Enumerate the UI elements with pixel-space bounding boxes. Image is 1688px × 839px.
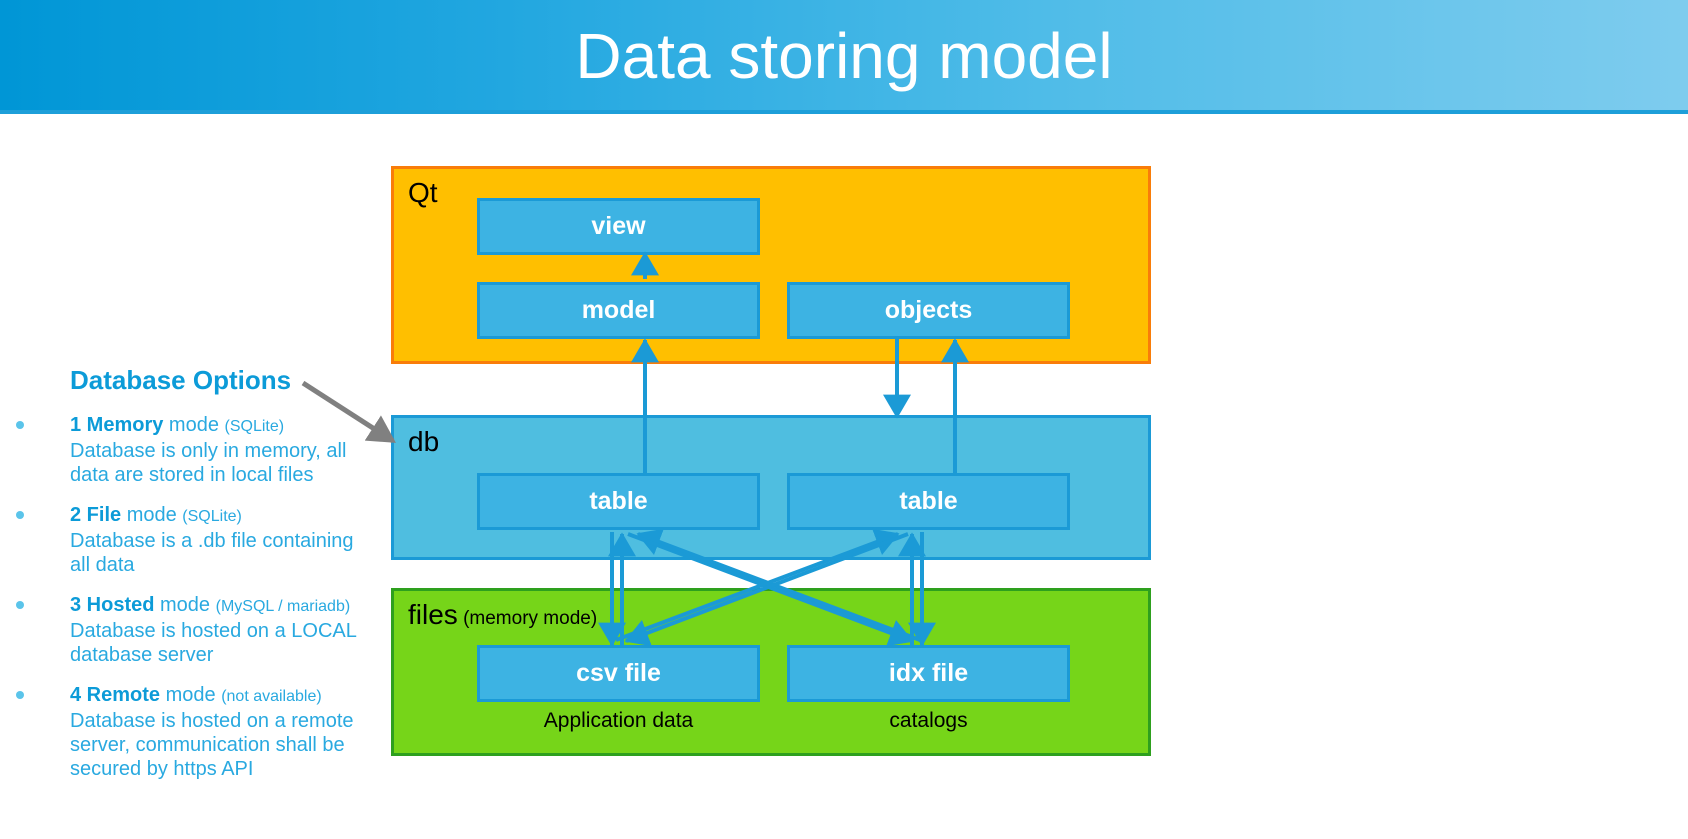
qt-layer-label: Qt [408,177,438,208]
node-objects[interactable]: objects [787,282,1070,339]
option-paren: (SQLite) [182,508,242,525]
option-headline: 1 Memory mode (SQLite) [70,414,284,436]
option-paren: (not available) [221,688,322,705]
caption-catalogs: catalogs [889,709,968,732]
node-idx-file[interactable]: idx file [787,645,1070,702]
option-number: 4 Remote [70,684,161,706]
list-item: 4 Remote mode (not available) Database i… [16,683,370,781]
option-body: Database is a .db file containing all da… [70,530,354,576]
node-idx-file-label: idx file [888,659,969,687]
db-layer-container: db table table [391,415,1151,560]
files-label-main: files [408,599,458,630]
node-table-2[interactable]: table [787,473,1070,530]
header-divider [0,110,1688,114]
option-mode: mode [160,684,222,706]
option-body: Database is hosted on a remote server, c… [70,710,354,780]
option-number: 2 File [70,504,122,526]
option-number: 1 Memory [70,414,164,436]
option-headline: 3 Hosted mode (MySQL / mariadb) [70,594,350,616]
page-title: Data storing model [575,20,1113,92]
node-view-label: view [591,212,646,240]
sidebar-heading: Database Options [70,365,292,395]
option-number: 3 Hosted [70,594,155,616]
option-body: Database is only in memory, all data are… [70,440,347,486]
bullet-icon [16,601,24,609]
files-layer-label: files (memory mode) [408,599,597,631]
node-csv-file-label: csv file [576,659,661,687]
bullet-icon [16,511,24,519]
node-objects-label: objects [884,296,973,324]
node-table-1[interactable]: table [477,473,760,530]
qt-layer-container: Qt view model objects [391,166,1151,364]
node-csv-file[interactable]: csv file [477,645,760,702]
bullet-icon [16,691,24,699]
node-table-2-label: table [899,487,958,515]
node-view[interactable]: view [477,198,760,255]
list-item: 1 Memory mode (SQLite) Database is only … [16,413,370,487]
bullet-icon [16,421,24,429]
files-label-sub: (memory mode) [457,608,598,629]
caption-application-data: Application data [543,709,694,732]
list-item: 3 Hosted mode (MySQL / mariadb) Database… [16,593,370,667]
option-headline: 4 Remote mode (not available) [70,684,322,706]
node-table-1-label: table [589,487,648,515]
slide-header-band [0,0,1688,110]
option-headline: 2 File mode (SQLite) [70,504,242,526]
list-item: 2 File mode (SQLite) Database is a .db f… [16,503,370,577]
node-model[interactable]: model [477,282,760,339]
option-body: Database is hosted on a LOCAL database s… [70,620,357,666]
database-options-panel: Database Options 1 Memory mode (SQLite) … [0,355,388,825]
option-mode: mode [163,414,225,436]
db-layer-label: db [408,426,440,457]
node-model-label: model [581,296,656,324]
option-paren: (SQLite) [224,418,285,435]
option-mode: mode [121,504,183,526]
files-layer-container: files (memory mode) csv file idx file Ap… [391,588,1151,756]
option-mode: mode [154,594,216,616]
option-paren: (MySQL / mariadb) [215,598,351,615]
